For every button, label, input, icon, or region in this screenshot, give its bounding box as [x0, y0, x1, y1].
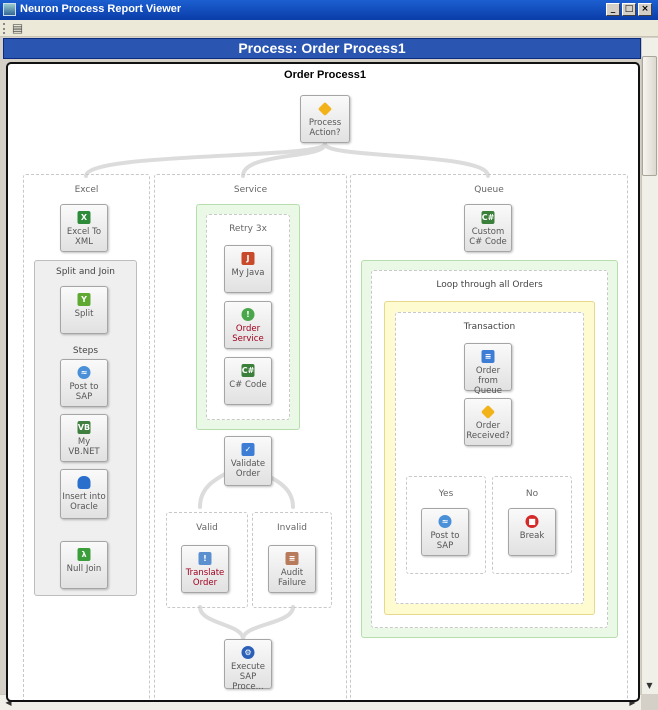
- step-post-to-sap[interactable]: ≈ Post to SAP: [60, 359, 108, 407]
- database-icon: [77, 476, 91, 489]
- step-excel-to-xml[interactable]: X Excel To XML: [60, 204, 108, 252]
- step-custom-csharp[interactable]: C# Custom C# Code: [464, 204, 512, 252]
- branch-yes[interactable]: [406, 476, 486, 574]
- minimize-button[interactable]: _: [606, 3, 620, 16]
- step-null-join[interactable]: λ Null Join: [60, 541, 108, 589]
- step-order-received[interactable]: Order Received?: [464, 398, 512, 446]
- maximize-button[interactable]: □: [622, 3, 636, 16]
- step-post-to-sap-queue[interactable]: ≈ Post to SAP: [421, 508, 469, 556]
- step-order-from-queue[interactable]: ≡ Order from Queue: [464, 343, 512, 396]
- title-bar: [0, 0, 658, 20]
- translate-warning-icon: !: [198, 552, 212, 565]
- process-header: Process: Order Process1: [3, 38, 641, 59]
- branch-no[interactable]: [492, 476, 572, 574]
- loop-label: Loop through all Orders: [436, 280, 543, 290]
- branch-excel[interactable]: [23, 174, 150, 700]
- toolbar-grip[interactable]: [3, 23, 6, 34]
- split-icon: Y: [77, 293, 91, 306]
- stop-icon: ■: [525, 515, 539, 528]
- step-my-vbnet[interactable]: VB My VB.NET: [60, 414, 108, 462]
- print-icon[interactable]: ▤: [11, 21, 24, 35]
- step-csharp-code[interactable]: C# C# Code: [224, 357, 272, 405]
- close-button[interactable]: ×: [638, 3, 652, 16]
- process-canvas[interactable]: Order Process1 Process Action? Excel X E…: [6, 62, 640, 702]
- vbnet-icon: VB: [77, 421, 91, 434]
- step-execute-sap[interactable]: ⚙ Execute SAP Proce...: [224, 639, 272, 692]
- decision-icon: [480, 404, 496, 420]
- scroll-left-arrow[interactable]: ◀: [5, 698, 12, 707]
- step-translate-order[interactable]: ! Translate Order: [181, 545, 229, 593]
- vertical-scroll-thumb[interactable]: [642, 56, 657, 176]
- branch-queue[interactable]: [350, 174, 628, 700]
- toolbar: [0, 20, 658, 37]
- excel-icon: X: [77, 211, 91, 224]
- process-name: Order Process1: [284, 69, 366, 81]
- yes-label: Yes: [438, 489, 454, 499]
- step-insert-oracle[interactable]: Insert into Oracle: [60, 469, 108, 519]
- csharp-icon: C#: [241, 364, 255, 377]
- split-join-label: Split and Join: [56, 267, 115, 277]
- steps-label: Steps: [72, 346, 99, 356]
- step-validate-order[interactable]: ✓ Validate Order: [224, 436, 272, 486]
- validate-icon: ✓: [241, 443, 255, 456]
- audit-icon: ≡: [285, 552, 299, 565]
- scroll-down-arrow[interactable]: ▼: [646, 681, 653, 690]
- valid-label: Valid: [196, 523, 218, 533]
- app-icon: [3, 3, 16, 16]
- decision-icon: [317, 101, 333, 117]
- transaction-label: Transaction: [463, 322, 516, 332]
- scroll-right-arrow[interactable]: ▶: [629, 698, 636, 707]
- window-title: Neuron Process Report Viewer: [20, 3, 182, 15]
- step-process-action[interactable]: Process Action?: [300, 95, 350, 143]
- branch-invalid[interactable]: [252, 512, 332, 608]
- branch-service[interactable]: [154, 174, 347, 700]
- no-label: No: [525, 489, 539, 499]
- step-break[interactable]: ■ Break: [508, 508, 556, 556]
- csharp-icon: C#: [481, 211, 495, 224]
- step-audit-failure[interactable]: ≡ Audit Failure: [268, 545, 316, 593]
- step-split[interactable]: Y Split: [60, 286, 108, 334]
- queue-icon: ≡: [481, 350, 495, 363]
- adapter-icon: ≈: [77, 366, 91, 379]
- retry-label: Retry 3x: [229, 224, 267, 234]
- step-my-java[interactable]: J My Java: [224, 245, 272, 293]
- vertical-scrollbar[interactable]: [641, 38, 658, 694]
- scroll-corner: [641, 694, 658, 710]
- join-icon: λ: [77, 548, 91, 561]
- step-order-service[interactable]: ! Order Service: [224, 301, 272, 349]
- branch-label-excel: Excel: [74, 185, 99, 195]
- service-warning-icon: !: [241, 308, 255, 321]
- branch-label-queue: Queue: [474, 185, 504, 195]
- branch-valid[interactable]: [166, 512, 248, 608]
- java-icon: J: [241, 252, 255, 265]
- invalid-label: Invalid: [277, 523, 307, 533]
- branch-label-service: Service: [233, 185, 268, 195]
- gear-icon: ⚙: [241, 646, 255, 659]
- adapter-icon: ≈: [438, 515, 452, 528]
